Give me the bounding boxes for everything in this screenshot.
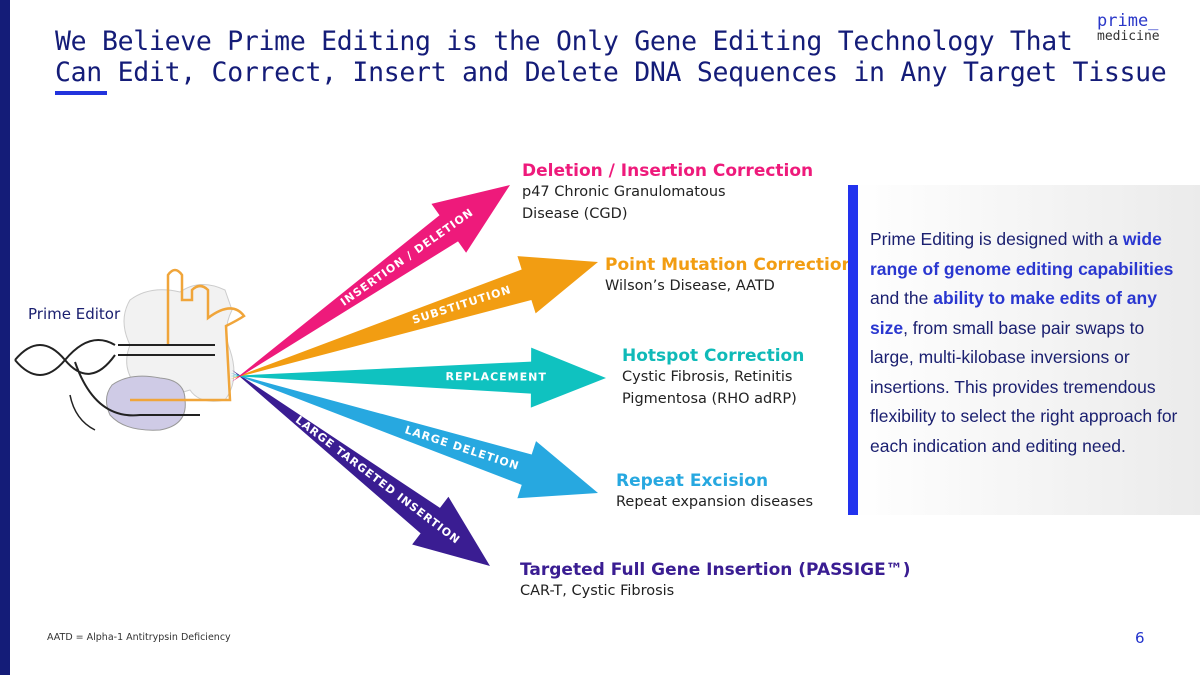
prime-editor-illustration: [14, 268, 246, 431]
page-title: We Believe Prime Editing is the Only Gen…: [55, 26, 1167, 88]
arrow-label: REPLACEMENT: [446, 370, 547, 384]
outcome-text: p47 Chronic Granulomatous: [522, 184, 726, 200]
outcome-heading: Hotspot Correction: [622, 346, 805, 366]
left-accent-bar: [0, 0, 10, 675]
panel-accent-bar: [848, 185, 858, 515]
arrow-label: INSERTION / DELETION: [338, 206, 476, 309]
outcome-text: Wilson’s Disease, AATD: [605, 278, 775, 294]
title-line-1: We Believe Prime Editing is the Only Gen…: [55, 26, 1073, 57]
outcome-text: Pigmentosa (RHO adRP): [622, 391, 797, 407]
summary-text: Prime Editing is designed with a wide ra…: [870, 229, 1178, 456]
footnote: AATD = Alpha-1 Antitrypsin Deficiency: [47, 632, 231, 643]
summary-panel: Prime Editing is designed with a wide ra…: [848, 185, 1200, 515]
outcome-repeat-excision: Repeat Excision Repeat expansion disease…: [616, 471, 813, 513]
outcome-heading: Deletion / Insertion Correction: [522, 161, 814, 181]
arrow-4: [232, 369, 490, 566]
page-number: 6: [1135, 629, 1145, 647]
logo-line-2: medicine: [1097, 29, 1160, 44]
outcome-heading: Point Mutation Correction: [605, 255, 854, 275]
arrow-2: [230, 347, 606, 408]
outcome-heading: Repeat Excision: [616, 471, 769, 491]
outcome-heading: Targeted Full Gene Insertion (PASSIGE™): [520, 560, 911, 580]
arrow-3: [230, 372, 598, 499]
logo-line-1: prime_: [1097, 11, 1159, 31]
company-logo: prime_medicine: [1097, 11, 1160, 45]
outcome-gene-insertion: Targeted Full Gene Insertion (PASSIGE™) …: [520, 560, 911, 602]
outcome-point-mutation: Point Mutation Correction Wilson’s Disea…: [605, 255, 854, 297]
arrow-0: [231, 185, 511, 382]
outcome-text: Disease (CGD): [522, 206, 628, 222]
outcome-text: Cystic Fibrosis, Retinitis: [622, 369, 793, 385]
outcome-text: CAR-T, Cystic Fibrosis: [520, 583, 675, 599]
title-line-2: Can Edit, Correct, Insert and Delete DNA…: [55, 57, 1167, 88]
outcome-deletion-insertion: Deletion / Insertion Correction p47 Chro…: [522, 161, 813, 225]
arrow-1: [230, 256, 598, 380]
prime-editor-label: Prime Editor: [28, 305, 121, 323]
outcome-hotspot: Hotspot Correction Cystic Fibrosis, Reti…: [622, 346, 804, 410]
title-underline: [55, 91, 107, 95]
outcome-text: Repeat expansion diseases: [616, 494, 814, 510]
